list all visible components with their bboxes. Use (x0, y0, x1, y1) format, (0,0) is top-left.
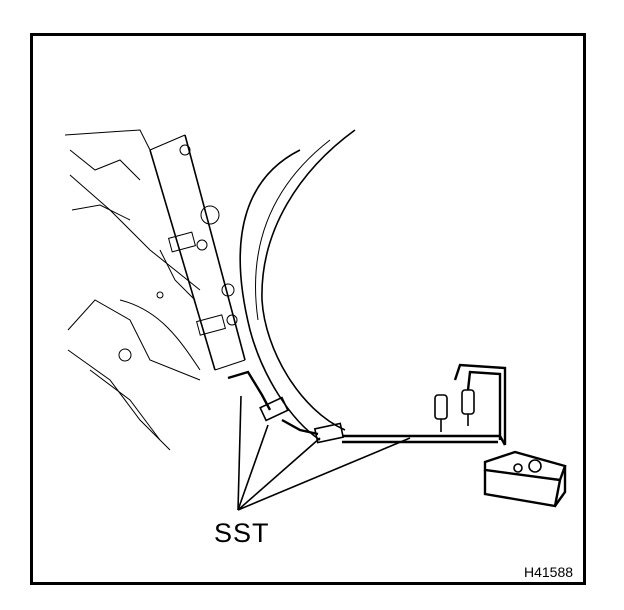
sst-harness (227, 363, 507, 446)
sst-leader-lines (237, 395, 411, 511)
battery-box (483, 450, 567, 508)
figure-id-label: H41588 (524, 564, 574, 580)
body-panel-lines (64, 129, 356, 451)
module-tube (118, 134, 246, 371)
figure-frame (30, 33, 586, 585)
sst-callout-label: SST (214, 518, 270, 548)
